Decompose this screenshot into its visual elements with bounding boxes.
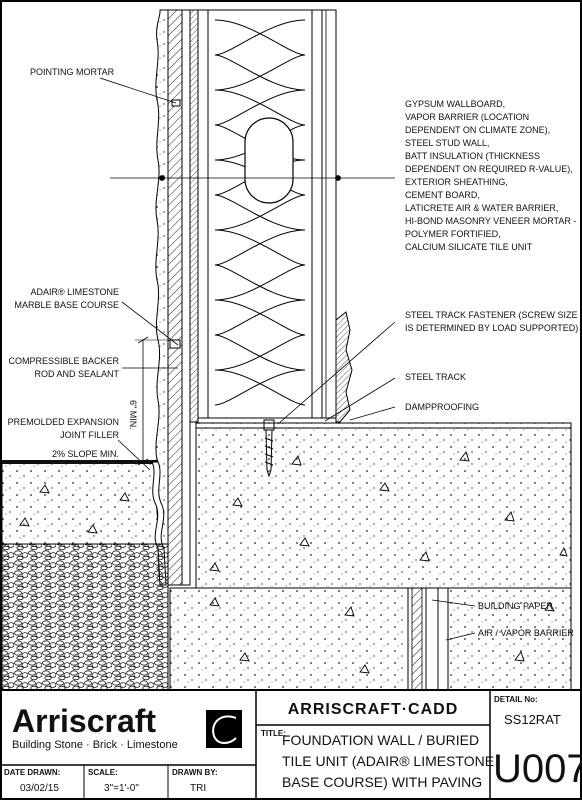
slope-label: 2% SLOPE MIN. <box>52 449 119 459</box>
backer-rod-label: COMPRESSIBLE BACKER ROD AND SEALANT <box>8 356 119 379</box>
leader-lines <box>99 77 476 641</box>
svg-text:ROD AND SEALANT: ROD AND SEALANT <box>34 369 119 379</box>
logo-emblem-icon <box>206 710 242 748</box>
svg-text:DEPENDENT ON CLIMATE ZONE),: DEPENDENT ON CLIMATE ZONE), <box>405 125 550 135</box>
wall-section-drawing: 6" MIN. <box>1 9 572 691</box>
svg-text:POLYMER FORTIFIED,: POLYMER FORTIFIED, <box>405 229 501 239</box>
svg-text:JOINT FILLER: JOINT FILLER <box>60 430 119 440</box>
cement-board <box>181 9 191 586</box>
title-line-1: FOUNDATION WALL / BURIED <box>282 732 479 748</box>
title-label: TITLE: <box>261 729 286 738</box>
batt-insulation <box>214 19 306 406</box>
svg-text:CALCIUM SILICATE TILE UNIT: CALCIUM SILICATE TILE UNIT <box>405 242 533 252</box>
svg-text:EXTERIOR SHEATHING,: EXTERIOR SHEATHING, <box>405 177 508 187</box>
foundation-slab <box>195 422 572 589</box>
building-paper-label: BUILDING PAPER <box>478 601 553 611</box>
title-line-3: BASE COURSE) WITH PAVING <box>282 774 482 790</box>
svg-text:PREMOLDED EXPANSION: PREMOLDED EXPANSION <box>8 417 119 427</box>
svg-text:IS DETERMINED BY LOAD SUPPORTE: IS DETERMINED BY LOAD SUPPORTED) <box>405 323 578 333</box>
air-vapor-barrier-label: AIR / VAPOR BARRIER <box>478 628 574 638</box>
steel-track-label: STEEL TRACK <box>405 372 466 382</box>
svg-text:BATT INSULATION (THICKNESS: BATT INSULATION (THICKNESS <box>405 151 540 161</box>
base-course-label: ADAIR® LIMESTONE MARBLE BASE COURSE <box>14 287 119 310</box>
logo-wordmark: Arriscraft <box>12 703 156 739</box>
svg-text:STEEL TRACK FASTENER (SCREW SI: STEEL TRACK FASTENER (SCREW SIZE <box>405 310 578 320</box>
svg-text:STEEL STUD WALL,: STEEL STUD WALL, <box>405 138 489 148</box>
expansion-joint-label: PREMOLDED EXPANSION JOINT FILLER <box>8 417 120 440</box>
date-drawn-value: 03/02/15 <box>20 783 59 794</box>
svg-text:DEPENDENT ON REQUIRED R-VALUE): DEPENDENT ON REQUIRED R-VALUE), <box>405 164 573 174</box>
svg-text:CEMENT BOARD,: CEMENT BOARD, <box>405 190 480 200</box>
detail-no-label: DETAIL No: <box>494 695 538 704</box>
outlet-box <box>244 117 294 204</box>
base-trim <box>335 311 353 423</box>
svg-text:HI-BOND MASONRY VENEER MORTAR: HI-BOND MASONRY VENEER MORTAR - <box>405 216 576 226</box>
title-line-2: TILE UNIT (ADAIR® LIMESTONE <box>282 753 494 769</box>
brand-heading: ARRISCRAFT·CADD <box>288 701 459 718</box>
gravel-base <box>1 543 169 691</box>
svg-text:ADAIR® LIMESTONE: ADAIR® LIMESTONE <box>31 287 119 297</box>
drawn-by-label: DRAWN BY: <box>172 768 218 777</box>
scale-label: SCALE: <box>88 768 118 777</box>
svg-text:COMPRESSIBLE BACKER: COMPRESSIBLE BACKER <box>8 356 119 366</box>
svg-text:MARBLE BASE COURSE: MARBLE BASE COURSE <box>14 300 119 310</box>
title-block: Arriscraft Building Stone · Brick · Lime… <box>1 689 582 799</box>
date-drawn-label: DATE DRAWN: <box>4 768 60 777</box>
dimension-min-label: 6" MIN. <box>128 400 138 430</box>
svg-text:VAPOR BARRIER (LOCATION: VAPOR BARRIER (LOCATION <box>405 112 529 122</box>
paving-slab <box>1 461 159 545</box>
foundation-wall <box>169 587 572 691</box>
drawn-by-value: TRI <box>190 783 206 794</box>
detail-number: U007 <box>493 747 582 791</box>
paving-surface <box>2 460 158 464</box>
svg-text:GYPSUM WALLBOARD,: GYPSUM WALLBOARD, <box>405 99 505 109</box>
svg-text:LATICRETE AIR & WATER BARRIER,: LATICRETE AIR & WATER BARRIER, <box>405 203 558 213</box>
mortar-band <box>167 9 183 586</box>
scale-value: 3"=1'-0" <box>104 783 139 794</box>
sheathing <box>189 9 199 423</box>
gypsum-wallboard <box>321 9 337 423</box>
wall-stack-label: GYPSUM WALLBOARD, VAPOR BARRIER (LOCATIO… <box>405 99 576 252</box>
logo-tagline: Building Stone · Brick · Limestone <box>12 739 178 751</box>
track-fastener-label: STEEL TRACK FASTENER (SCREW SIZE IS DETE… <box>405 310 578 333</box>
dampproofing-label: DAMPPROOFING <box>405 402 479 412</box>
detail-code: SS12RAT <box>504 712 561 727</box>
pointing-mortar-label: POINTING MORTAR <box>30 67 115 77</box>
